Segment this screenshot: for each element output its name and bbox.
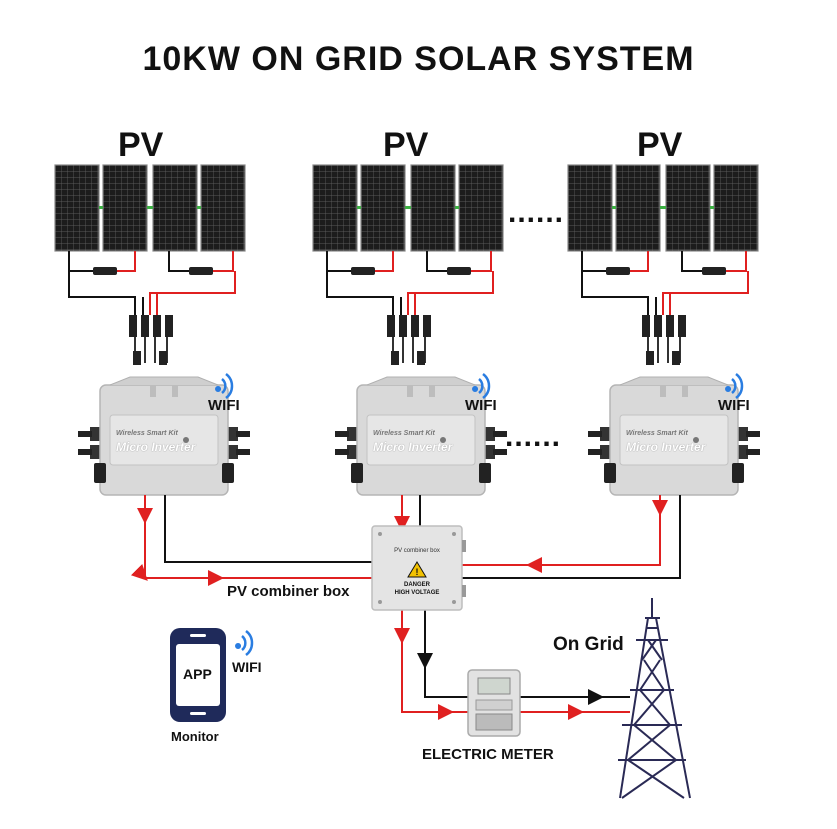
electric-meter-label: ELECTRIC METER (422, 746, 554, 763)
inverter-subtitle-1: Wireless Smart Kit (116, 430, 178, 437)
transmission-tower (618, 598, 691, 799)
pv-label-1: PV (118, 126, 164, 164)
combiner-warning-2: HIGH VOLTAGE (394, 590, 440, 596)
pv-array-1 (55, 165, 245, 365)
pv-array-2 (313, 165, 503, 365)
wifi-label-3: WIFI (718, 397, 750, 414)
inverter-name-3: Micro Inverter (626, 440, 706, 454)
wifi-label-1: WIFI (208, 397, 240, 414)
svg-text:!: ! (416, 567, 419, 577)
ac-wiring (130, 495, 681, 720)
pv-label-2: PV (383, 126, 429, 164)
pv-combiner-box: ! (371, 525, 466, 611)
pv-label-3: PV (637, 126, 683, 164)
warning-icon (407, 561, 427, 578)
inverter-subtitle-3: Wireless Smart Kit (626, 430, 688, 437)
combiner-caption: PV combiner box (227, 583, 350, 600)
inverter-name-2: Micro Inverter (373, 440, 453, 454)
app-label: APP (183, 666, 212, 682)
on-grid-label: On Grid (553, 634, 624, 655)
wifi-label-2: WIFI (465, 397, 497, 414)
combiner-panel-title: PV combiner box (394, 548, 440, 554)
electric-meter (467, 669, 521, 737)
inverter-name-1: Micro Inverter (116, 440, 196, 454)
wifi-label-app: WIFI (232, 659, 262, 675)
ellipsis-panels: ...... (508, 196, 565, 229)
pv-array-3 (568, 165, 758, 365)
phone-app-icon (170, 628, 226, 722)
combiner-warning-1: DANGER (403, 582, 430, 588)
monitor-label: Monitor (171, 729, 219, 744)
wifi-icon (233, 629, 254, 657)
ellipsis-inverters: ...... (505, 420, 562, 453)
inverter-subtitle-2: Wireless Smart Kit (373, 430, 435, 437)
diagram-title: 10KW ON GRID SOLAR SYSTEM (142, 40, 695, 78)
